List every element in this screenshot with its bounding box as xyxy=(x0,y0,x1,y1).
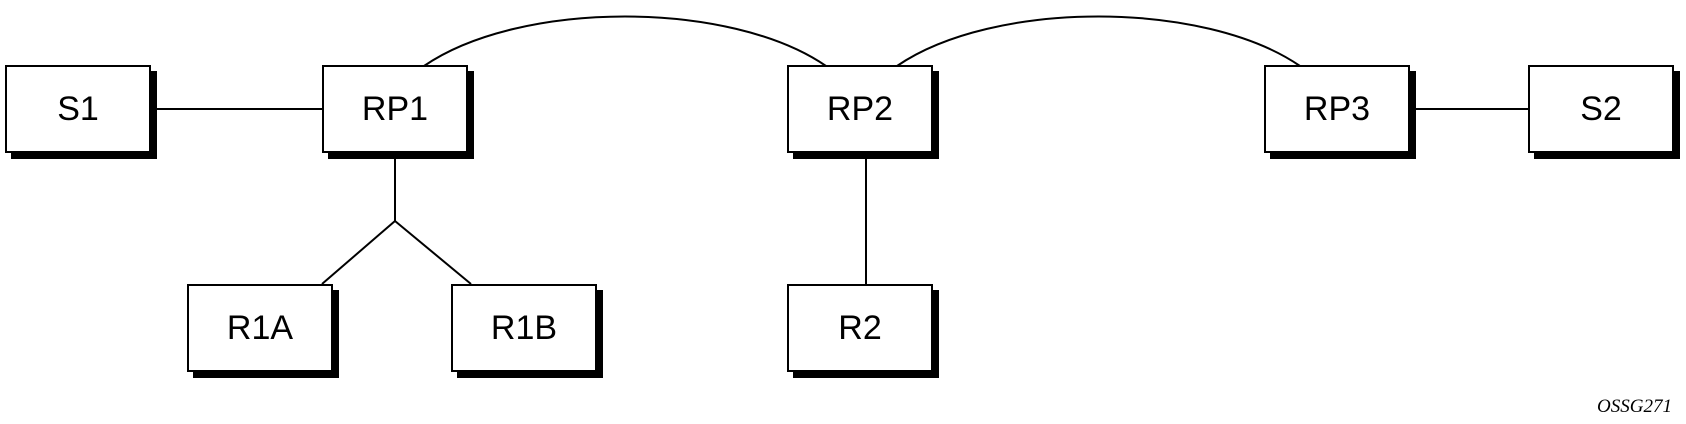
node-label: RP1 xyxy=(361,89,429,128)
figure-id: OSSG271 xyxy=(1597,396,1672,417)
edge-rp1-rp2 xyxy=(423,15,827,67)
node-rp2: RP2 xyxy=(787,65,933,153)
node-r1b: R1B xyxy=(451,284,597,372)
node-label: R2 xyxy=(838,308,882,347)
node-r2: R2 xyxy=(787,284,933,372)
node-label: R1A xyxy=(226,308,294,347)
edge-rp1-r1a xyxy=(321,220,396,285)
node-label: RP2 xyxy=(826,89,894,128)
node-r1a: R1A xyxy=(187,284,333,372)
node-s2: S2 xyxy=(1528,65,1674,153)
node-rp1: RP1 xyxy=(322,65,468,153)
node-label: S2 xyxy=(1580,89,1622,128)
edge-rp1-r1b xyxy=(394,220,472,285)
edge-rp2-rp3 xyxy=(896,15,1301,67)
node-label: RP3 xyxy=(1303,89,1371,128)
node-s1: S1 xyxy=(5,65,151,153)
node-label: R1B xyxy=(490,308,558,347)
node-label: S1 xyxy=(57,89,99,128)
node-rp3: RP3 xyxy=(1264,65,1410,153)
